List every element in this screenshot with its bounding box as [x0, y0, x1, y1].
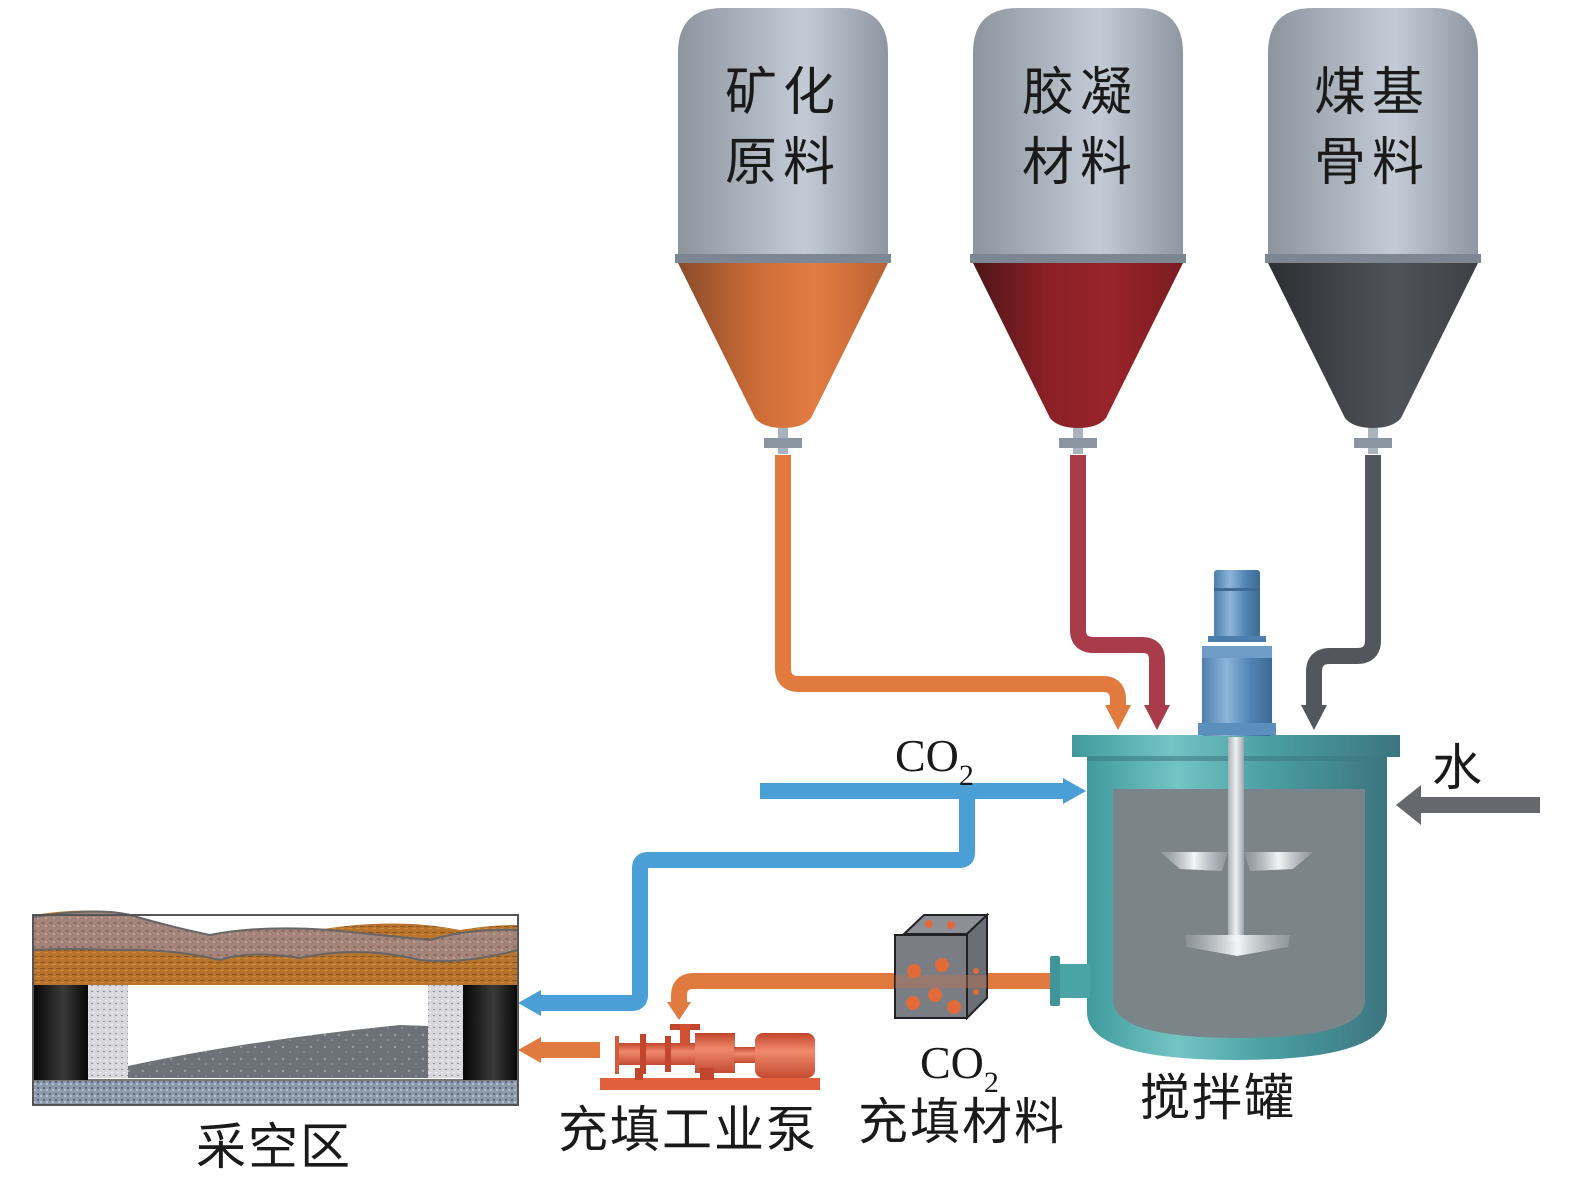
silo-mineral-icon [675, 8, 891, 454]
pump-label: 充填工业泵 [558, 1101, 818, 1159]
pipe-mineral [775, 455, 1131, 730]
silo-mineral-label: 矿化 原料 [683, 58, 883, 198]
silo-cementing-label: 胶凝 材料 [980, 58, 1180, 198]
arrow-head-aggregate [1301, 705, 1327, 730]
silo-cementing-icon [970, 8, 1186, 454]
co2-input-label-sub: 2 [958, 759, 974, 792]
fill-material-label: 充填材料 [858, 1093, 1066, 1151]
silo-aggregate-label-line1: 煤基 [1313, 63, 1430, 123]
co2-fill-cube-icon [894, 912, 990, 1021]
co2-input-label: CO2 [895, 733, 974, 791]
fill-co2-main: CO [920, 1037, 984, 1088]
co2-pipe [518, 778, 1086, 1016]
co2-arrow-to-goaf [518, 990, 541, 1016]
silo-mineral-label-line1: 矿化 [724, 63, 841, 123]
goaf-cross-section-icon [32, 910, 519, 1106]
arrow-head-mineral [1105, 705, 1131, 730]
silo-cementing-label-line1: 胶凝 [1021, 63, 1138, 123]
fill-pipe [518, 973, 1055, 1063]
silo-aggregate-label-line2: 骨料 [1313, 133, 1430, 194]
industrial-pump-icon [600, 1024, 820, 1090]
silo-aggregate-icon [1265, 8, 1481, 454]
silo-mineral-label-line2: 原料 [724, 133, 841, 194]
silo-cementing-label-line2: 材料 [1021, 133, 1138, 194]
fill-arrow-to-goaf [518, 1037, 541, 1063]
silo-aggregate-label: 煤基 骨料 [1272, 58, 1472, 198]
fill-co2-sub: 2 [983, 1066, 999, 1099]
arrow-head-cementing [1144, 705, 1170, 730]
mixer-tank-icon [1050, 570, 1400, 1060]
pipe-aggregate [1301, 455, 1381, 730]
water-arrow [1396, 785, 1540, 825]
water-label: 水 [1432, 739, 1484, 797]
goaf-label: 采空区 [196, 1118, 352, 1176]
fill-material-co2-label: CO2 [920, 1040, 999, 1098]
mixer-label: 搅拌罐 [1140, 1069, 1296, 1127]
pipe-cementing [1070, 455, 1170, 730]
co2-arrow-to-mixer [1063, 778, 1086, 804]
co2-input-label-main: CO [895, 730, 959, 781]
fill-arrow-to-pump [667, 1002, 691, 1020]
